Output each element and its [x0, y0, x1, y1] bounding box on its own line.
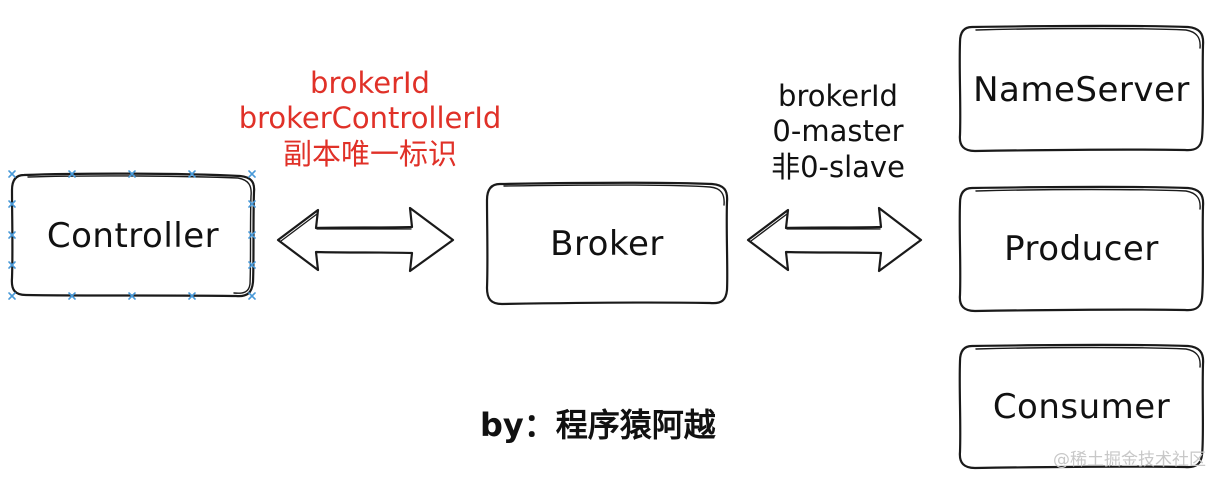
- annotation-line: brokerId: [310, 66, 430, 100]
- broker-label: Broker: [550, 224, 664, 264]
- annotation-line: 0-master: [772, 114, 904, 149]
- nameserver-label: NameServer: [973, 70, 1190, 110]
- annotation-line: 非0-slave: [771, 149, 905, 184]
- consumer-label: Consumer: [992, 387, 1171, 427]
- annotation-line: brokerId: [778, 79, 898, 113]
- author-byline: by：程序猿阿越: [480, 406, 716, 444]
- annotation-line: brokerControllerId: [238, 101, 502, 136]
- controller-broker-annotation: brokerId brokerControllerId 副本唯一标识: [150, 66, 590, 172]
- broker-box[interactable]: [485, 181, 729, 306]
- broker-clients-annotation: brokerId 0-master 非0-slave: [738, 79, 938, 185]
- watermark: @稀土掘金技术社区: [1053, 450, 1206, 470]
- broker-clients-double-arrow: [746, 206, 923, 273]
- controller-label: Controller: [46, 216, 220, 256]
- consumer-box[interactable]: [958, 343, 1205, 470]
- producer-label: Producer: [1004, 229, 1159, 269]
- annotation-line: 副本唯一标识: [282, 136, 457, 171]
- producer-box[interactable]: [958, 185, 1205, 313]
- selection-handles[interactable]: [8, 170, 256, 300]
- nameserver-box[interactable]: [958, 24, 1205, 153]
- controller-broker-double-arrow: [276, 206, 455, 273]
